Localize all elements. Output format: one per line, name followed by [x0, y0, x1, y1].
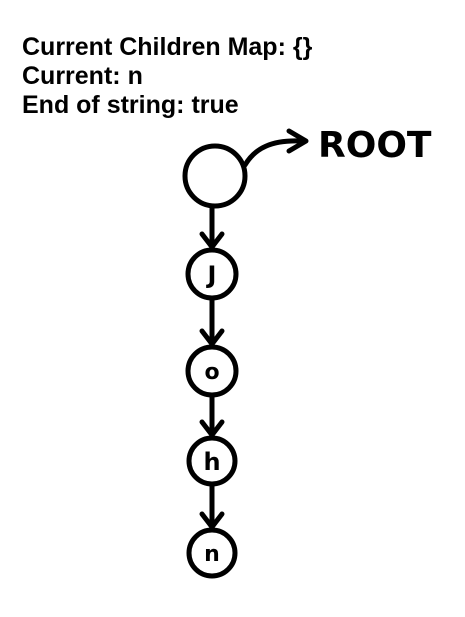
- trie-node-h: h: [186, 435, 238, 487]
- node-label: h: [203, 448, 220, 476]
- trie-node-root: [182, 143, 248, 209]
- end-of-string-label: End of string:: [22, 91, 185, 119]
- children-map-label: Current Children Map:: [22, 33, 286, 61]
- current-line: Current: n: [22, 62, 312, 91]
- end-of-string-value: true: [191, 91, 239, 119]
- root-label: ROOT: [318, 125, 432, 166]
- edge-h-n: [199, 483, 225, 531]
- trie-node-n: n: [186, 527, 238, 579]
- root-pointer-arrow: [242, 138, 303, 168]
- trie-node-j: J: [185, 247, 239, 301]
- edge-root-j: [199, 199, 225, 251]
- node-label: o: [204, 360, 219, 385]
- trie-node-o: o: [185, 344, 239, 398]
- status-panel: Current Children Map: {} Current: n End …: [22, 33, 312, 120]
- node-label: n: [204, 542, 220, 567]
- edge-j-o: [199, 296, 225, 348]
- current-label: Current:: [22, 62, 121, 90]
- root-pointer-arrowhead: [286, 128, 309, 154]
- node-label: J: [206, 261, 217, 289]
- edge-o-h: [199, 393, 225, 439]
- current-value: n: [127, 62, 143, 90]
- children-map-value: {}: [292, 33, 313, 61]
- end-of-string-line: End of string: true: [22, 91, 312, 120]
- children-map-line: Current Children Map: {}: [22, 33, 312, 62]
